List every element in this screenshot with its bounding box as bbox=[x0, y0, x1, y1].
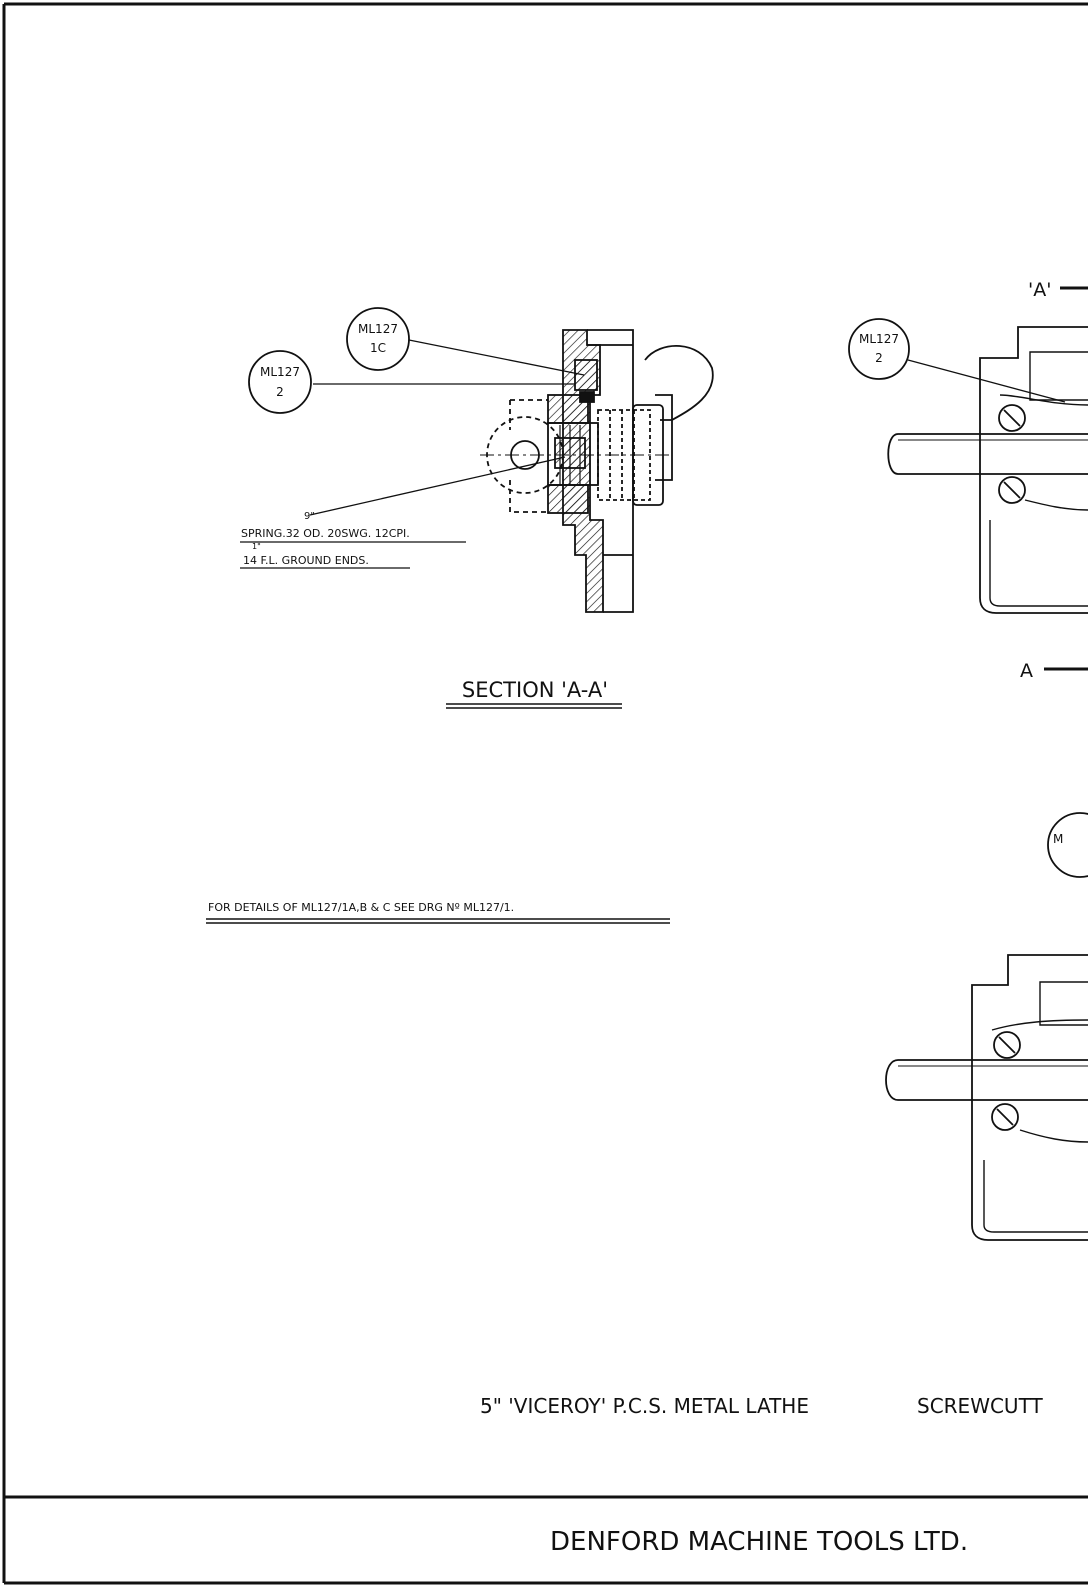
spring-line-2: 14 F.L. GROUND ENDS. bbox=[243, 554, 369, 567]
section-mark-bottom: A bbox=[1020, 660, 1088, 682]
balloon-sub: 2 bbox=[875, 351, 883, 365]
lower-plan-view bbox=[885, 954, 1088, 1241]
shaft bbox=[885, 1059, 1088, 1101]
section-a-a-view bbox=[480, 329, 714, 613]
spring-note: 9" SPRING.32 OD. 20SWG. 12CPI. 1" 14 F.L… bbox=[240, 511, 466, 569]
drawing-title-left: 5" 'VICEROY' P.C.S. METAL LATHE bbox=[480, 1394, 809, 1418]
section-mark-top: 'A' bbox=[1028, 279, 1088, 301]
details-note-text: FOR DETAILS OF ML127/1A,B & C SEE DRG Nº… bbox=[208, 901, 514, 914]
balloon-ml127-1c: ML127 1C bbox=[346, 307, 410, 371]
balloon-fragment: M bbox=[1047, 812, 1088, 878]
screw-head bbox=[993, 1031, 1021, 1059]
wing-knob bbox=[644, 345, 714, 421]
balloon-sub: 2 bbox=[276, 385, 284, 399]
spring-line-1: SPRING.32 OD. 20SWG. 12CPI. bbox=[241, 527, 410, 540]
balloon-ml127-2: ML127 2 bbox=[248, 350, 312, 414]
drawing-title-right: SCREWCUTT bbox=[917, 1394, 1043, 1418]
screw-head bbox=[998, 476, 1026, 504]
section-title-text: SECTION 'A-A' bbox=[462, 678, 608, 702]
title-block: DENFORD MACHINE TOOLS LTD. bbox=[550, 1527, 968, 1557]
section-mark-letter: 'A' bbox=[1028, 279, 1051, 301]
section-mark-letter: A bbox=[1020, 660, 1033, 682]
section-title: SECTION 'A-A' bbox=[446, 678, 622, 709]
balloon-ref: ML127 bbox=[859, 332, 899, 346]
screw-head bbox=[998, 404, 1026, 432]
balloon-sub: 1C bbox=[370, 341, 386, 355]
shaft bbox=[887, 433, 1088, 475]
plunger-lower bbox=[547, 484, 589, 514]
upper-plan-view bbox=[887, 326, 1088, 614]
balloon-plan-ml127-2: ML127 2 bbox=[848, 318, 910, 380]
company-name: DENFORD MACHINE TOOLS LTD. bbox=[550, 1527, 968, 1557]
details-note: FOR DETAILS OF ML127/1A,B & C SEE DRG Nº… bbox=[206, 901, 670, 924]
balloon-ref: ML127 bbox=[260, 365, 300, 379]
section-leaders bbox=[309, 339, 585, 516]
spring-dim: 9" bbox=[304, 511, 315, 522]
drawing-title: 5" 'VICEROY' P.C.S. METAL LATHE SCREWCUT… bbox=[480, 1394, 1043, 1418]
balloon-fragment-text: M bbox=[1053, 832, 1063, 846]
screw-head bbox=[991, 1103, 1019, 1131]
spring-dim-2: 1" bbox=[252, 542, 261, 551]
balloon-ref: ML127 bbox=[358, 322, 398, 336]
